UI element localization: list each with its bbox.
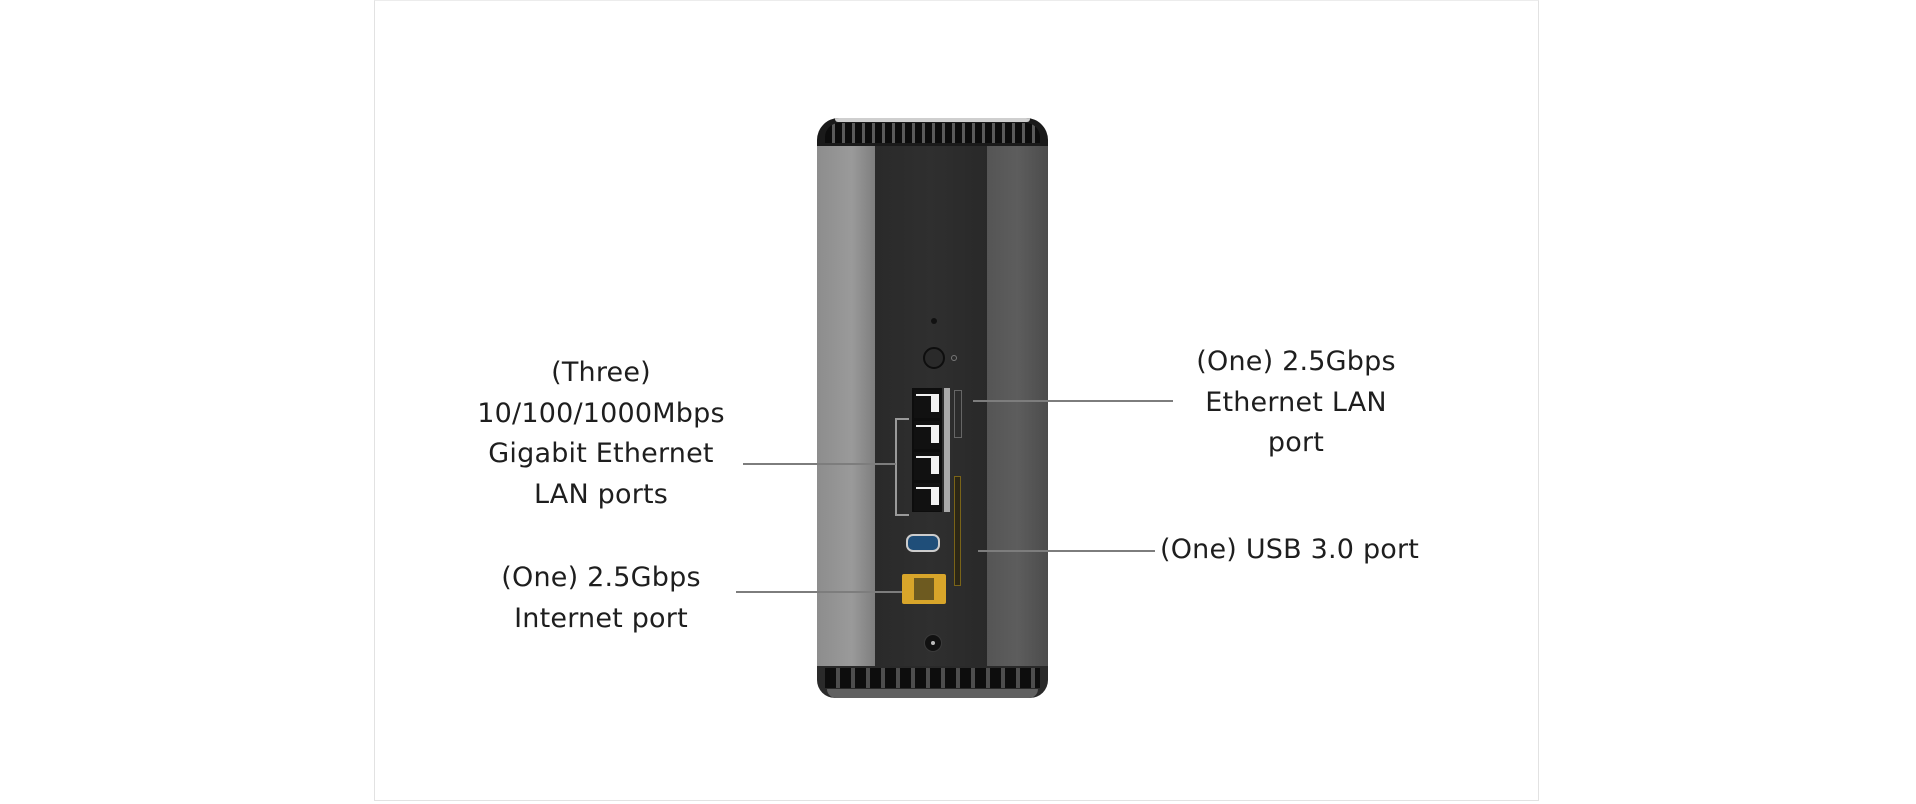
callout-line: (Three) [551,357,651,388]
lan-gigabit-port-icon [914,483,940,511]
power-led-icon [951,355,957,361]
dc-power-jack-icon [924,634,942,652]
bottom-vent [817,666,1048,698]
callout-line: Internet port [514,602,688,634]
callout-internet-port: (One) 2.5Gbps Internet port [440,558,762,639]
leader-line-internet-port [736,591,902,593]
lan-gigabit-port-icon [914,421,940,449]
router-side-left [817,146,875,666]
usb-port-icon [906,534,940,552]
leader-line-2-5g-lan [973,400,1173,402]
lan-2-5g-port-icon [914,390,940,418]
ethernet-port-stack [912,388,942,512]
internet-port-icon [902,574,946,604]
port-label-strip [954,390,962,438]
callout-line: (One) USB 3.0 port [1160,534,1420,565]
callout-line: (One) 2.5Gbps [501,562,701,593]
port-led-strip [944,388,950,512]
router-body [817,146,1048,666]
callout-usb-port: (One) USB 3.0 port [1160,530,1460,571]
gigabit-ports-bracket [895,418,909,516]
callout-line: Gigabit Ethernet [488,438,714,469]
internet-label-strip [954,476,961,586]
callout-line: 10/100/1000Mbps [477,397,725,429]
power-button-icon [923,347,945,369]
callout-line: (One) 2.5Gbps [1196,346,1396,377]
router-side-right [987,146,1048,666]
lan-gigabit-port-icon [914,452,940,480]
top-vent [817,118,1048,146]
callout-line: Ethernet LAN [1205,386,1387,418]
callout-2-5g-lan-port: (One) 2.5Gbps Ethernet LAN port [1150,342,1442,464]
callout-line: port [1267,427,1325,458]
callout-gigabit-lan-ports: (Three) 10/100/1000Mbps Gigabit Ethernet… [440,353,762,515]
leader-line-usb [978,550,1155,552]
reset-pinhole-icon [931,318,937,324]
leader-line-gigabit-lan [743,463,896,465]
callout-line: LAN ports [533,478,669,510]
router-back-view [817,118,1048,698]
